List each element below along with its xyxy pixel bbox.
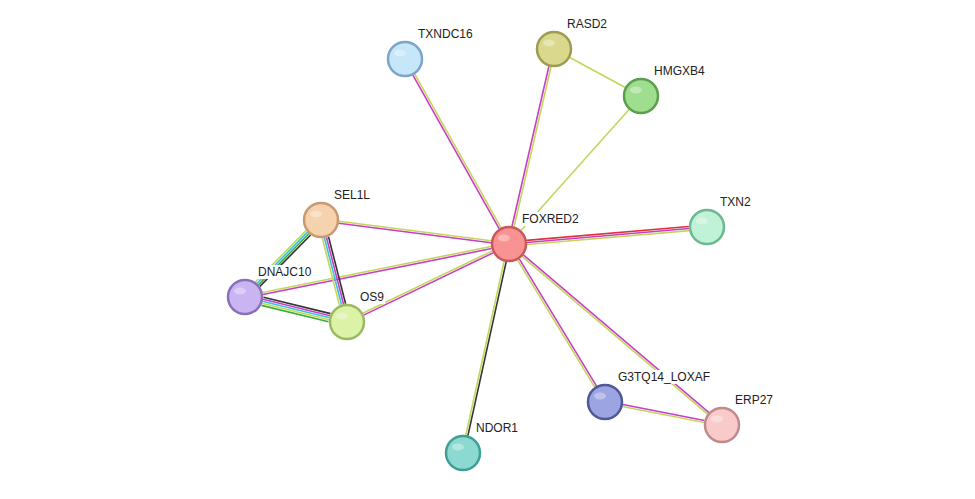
- evidence-line: [339, 223, 491, 242]
- protein-label: OS9: [359, 290, 385, 304]
- node-disc: [304, 203, 338, 237]
- protein-node: HMGXB4: [622, 77, 660, 115]
- interaction-edge: [363, 251, 493, 315]
- node-disc: [705, 408, 739, 442]
- protein-node: DNAJC10: [226, 278, 264, 316]
- node-highlight: [498, 235, 510, 242]
- protein-label: SEL1L: [333, 188, 371, 202]
- node-disc: [537, 32, 571, 66]
- node-highlight: [594, 393, 606, 400]
- evidence-line: [339, 221, 491, 240]
- interaction-edge: [413, 74, 501, 229]
- protein-label: FOXRED2: [521, 212, 580, 226]
- evidence-line: [262, 301, 329, 317]
- evidence-line: [364, 253, 494, 315]
- node-circle: [444, 434, 482, 472]
- evidence-line: [519, 259, 596, 386]
- node-highlight: [234, 288, 246, 295]
- node-circle: [226, 278, 264, 316]
- interaction-edge: [322, 237, 345, 306]
- protein-node: RASD2: [535, 30, 573, 68]
- protein-label: G3TQ14_LOXAF: [617, 370, 711, 384]
- node-disc: [330, 305, 364, 339]
- node-circle: [386, 40, 424, 78]
- node-highlight: [336, 313, 348, 320]
- evidence-line: [468, 262, 506, 436]
- node-highlight: [711, 416, 723, 423]
- node-disc: [624, 79, 658, 113]
- node-circle: [535, 30, 573, 68]
- protein-label: TXN2: [719, 195, 752, 209]
- interaction-edge: [261, 297, 330, 322]
- protein-node: OS9: [328, 303, 366, 341]
- protein-node: G3TQ14_LOXAF: [586, 383, 624, 421]
- protein-label: ERP27: [734, 393, 774, 407]
- interaction-edge: [339, 221, 492, 243]
- protein-label: NDOR1: [475, 421, 519, 435]
- node-disc: [228, 280, 262, 314]
- evidence-line: [570, 58, 625, 88]
- protein-node: ERP27: [703, 406, 741, 444]
- protein-node: FOXRED2: [490, 225, 528, 263]
- protein-node: TXNDC16: [386, 40, 424, 78]
- node-disc: [388, 42, 422, 76]
- node-circle: [328, 303, 366, 341]
- node-circle: [703, 406, 741, 444]
- node-circle: [586, 383, 624, 421]
- node-disc: [492, 227, 526, 261]
- evidence-line: [322, 238, 339, 305]
- evidence-line: [261, 305, 328, 321]
- node-highlight: [543, 40, 555, 47]
- evidence-line: [623, 404, 705, 420]
- evidence-line: [527, 229, 689, 243]
- evidence-line: [262, 303, 329, 319]
- node-circle: [622, 77, 660, 115]
- protein-label: DNAJC10: [257, 265, 312, 279]
- node-circle: [490, 225, 528, 263]
- interaction-edge: [527, 226, 689, 244]
- protein-label: TXNDC16: [417, 27, 474, 41]
- node-highlight: [310, 211, 322, 218]
- evidence-line: [415, 74, 501, 228]
- evidence-line: [324, 238, 341, 305]
- interaction-edge: [521, 109, 629, 230]
- node-disc: [690, 210, 724, 244]
- evidence-line: [521, 109, 629, 230]
- node-disc: [446, 436, 480, 470]
- node-disc: [588, 385, 622, 419]
- evidence-line: [622, 407, 704, 423]
- evidence-line: [512, 66, 549, 226]
- evidence-line: [466, 261, 504, 435]
- evidence-line: [517, 260, 594, 387]
- interaction-edge: [517, 259, 596, 387]
- interaction-edge: [622, 404, 704, 422]
- protein-label: HMGXB4: [653, 64, 706, 78]
- node-highlight: [630, 87, 642, 94]
- protein-node: SEL1L: [302, 201, 340, 239]
- node-highlight: [452, 444, 464, 451]
- node-circle: [688, 208, 726, 246]
- node-highlight: [696, 218, 708, 225]
- evidence-line: [413, 75, 499, 229]
- protein-node: NDOR1: [444, 434, 482, 472]
- protein-node: TXN2: [688, 208, 726, 246]
- interaction-edge: [570, 58, 625, 88]
- node-highlight: [394, 50, 406, 57]
- interaction-edge: [466, 261, 506, 435]
- protein-label: RASD2: [566, 17, 608, 31]
- node-circle: [302, 201, 340, 239]
- evidence-line: [326, 237, 343, 304]
- evidence-line: [527, 231, 689, 245]
